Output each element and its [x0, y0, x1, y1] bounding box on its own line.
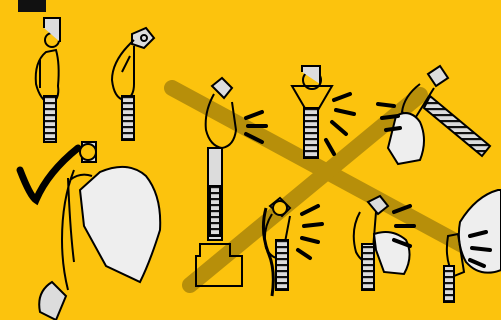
corner-tab: [18, 0, 46, 12]
ice-screw-icon: [276, 240, 288, 290]
ice-screw-icon: [44, 96, 56, 142]
ice-screw-icon: [444, 266, 454, 302]
ice-screw-icon: [304, 108, 318, 158]
ice-screw-icon: [362, 244, 374, 290]
ice-screw-icon: [122, 96, 134, 140]
